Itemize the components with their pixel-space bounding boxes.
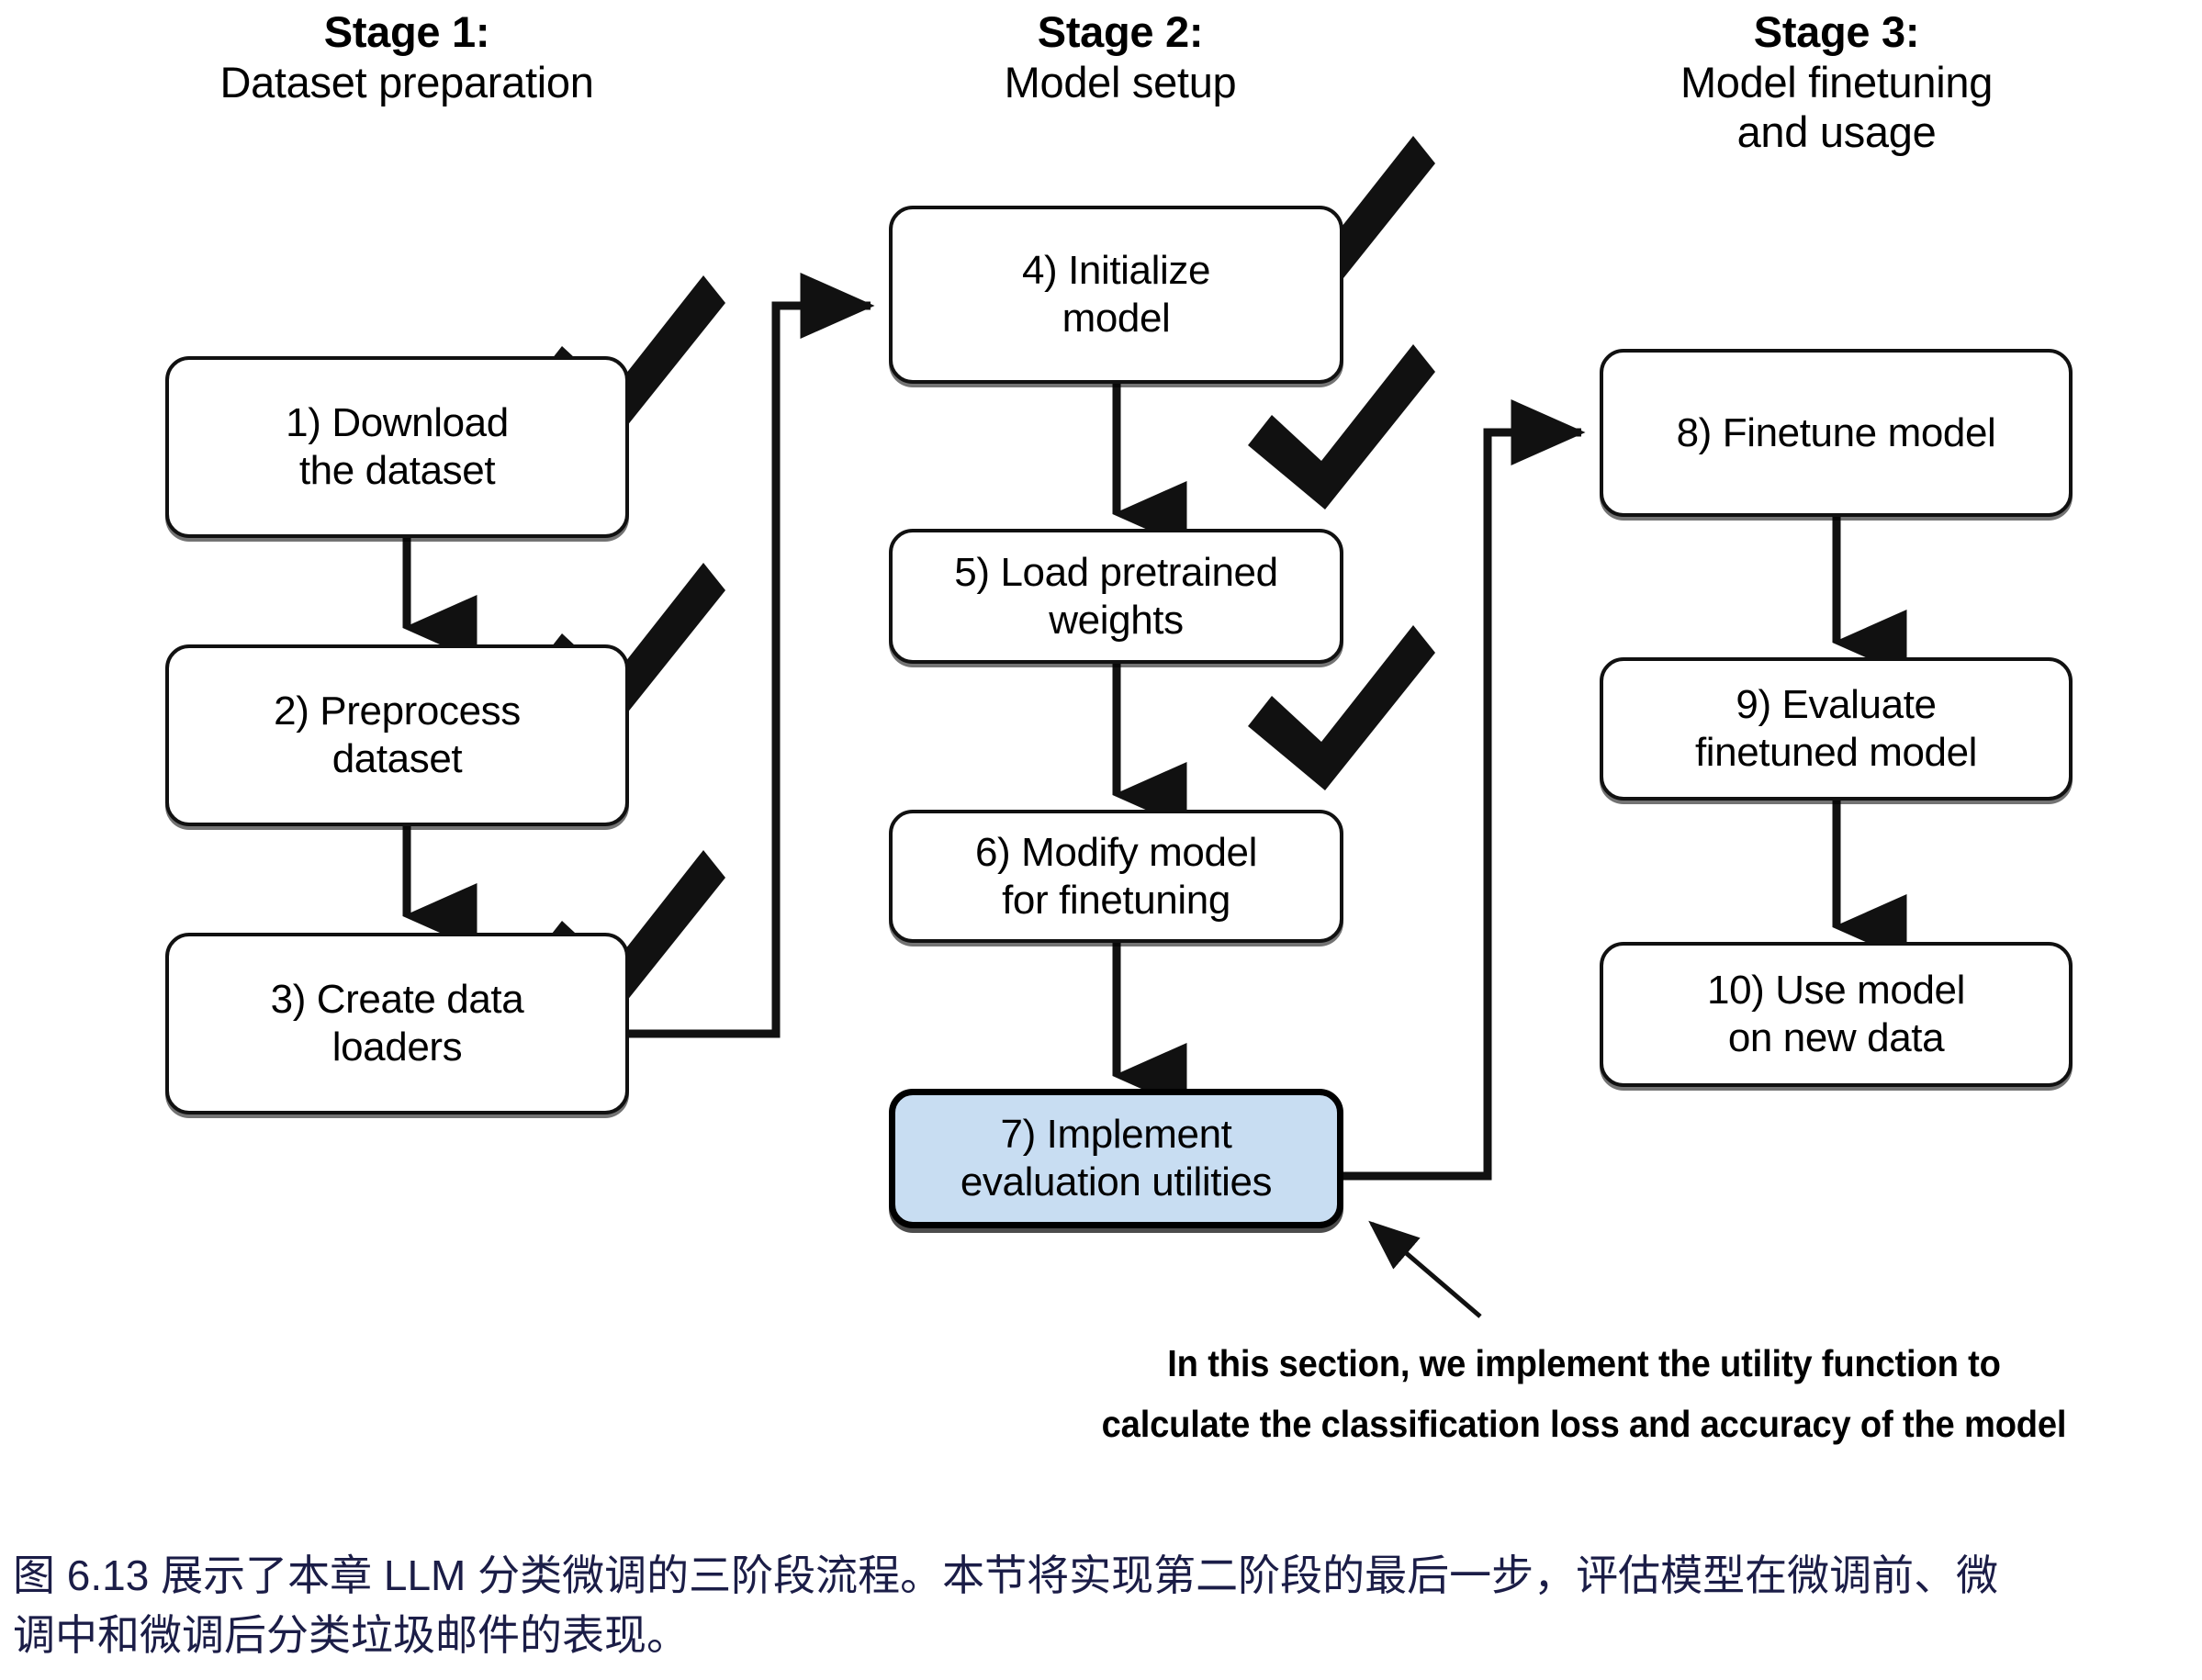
- annotation-text: In this section, we implement the utilit…: [1025, 1333, 2143, 1455]
- annotation-line-1: In this section, we implement the utilit…: [1167, 1342, 2001, 1384]
- stage-header-3: Stage 3: Model finetuning and usage: [1506, 7, 2167, 158]
- stage-header-2: Stage 2: Model setup: [790, 7, 1451, 107]
- box-9-line2: finetuned model: [1694, 730, 1978, 775]
- flow-box-5-load-pretrained-weights[interactable]: 5) Load pretrained weights: [889, 529, 1343, 664]
- stage-3-subtitle-line2: and usage: [1736, 107, 1937, 157]
- box-3-line1: 3) Create data: [270, 977, 524, 1023]
- flow-box-3-create-data-loaders[interactable]: 3) Create data loaders: [165, 933, 629, 1114]
- box-6-line2: for finetuning: [1002, 877, 1230, 923]
- box-9-line1: 9) Evaluate: [1736, 682, 1937, 728]
- box-3-line2: loaders: [331, 1025, 463, 1070]
- stage-header-1: Stage 1: Dataset preparation: [72, 7, 742, 107]
- box-4-line2: model: [1062, 296, 1171, 341]
- flow-box-1-download-dataset[interactable]: 1) Download the dataset: [165, 356, 629, 538]
- box-7-line2: evaluation utilities: [960, 1159, 1273, 1204]
- caption-line-1: 图 6.13 展示了本章 LLM 分类微调的三阶段流程。本节将实现第二阶段的最后…: [13, 1551, 1999, 1599]
- figure-caption: 图 6.13 展示了本章 LLM 分类微调的三阶段流程。本节将实现第二阶段的最后…: [13, 1546, 2198, 1666]
- stage-1-subtitle: Dataset preparation: [219, 57, 594, 106]
- flow-box-9-evaluate-finetuned-model[interactable]: 9) Evaluate finetuned model: [1600, 657, 2073, 801]
- box-4-line1: 4) Initialize: [1021, 248, 1211, 294]
- box-7-line1: 7) Implement: [1000, 1112, 1232, 1158]
- flow-box-8-finetune-model[interactable]: 8) Finetune model: [1600, 349, 2073, 517]
- box-2-line1: 2) Preprocess: [274, 689, 521, 734]
- box-10-line1: 10) Use model: [1707, 968, 1965, 1014]
- box-5-line2: weights: [1049, 597, 1184, 643]
- connector-stage2-to-stage3: [1343, 399, 1586, 1181]
- flow-box-6-modify-model-for-finetuning[interactable]: 6) Modify model for finetuning: [889, 810, 1343, 943]
- box-2-line2: dataset: [331, 736, 463, 781]
- stage-3-subtitle-line1: Model finetuning: [1680, 57, 1994, 106]
- stage-1-title: Stage 1:: [323, 7, 490, 56]
- box-5-line1: 5) Load pretrained: [954, 549, 1278, 595]
- annotation-line-2: calculate the classification loss and ac…: [1101, 1403, 2067, 1446]
- stage-2-title: Stage 2:: [1037, 7, 1204, 56]
- box-8-line1: 8) Finetune model: [1676, 409, 1996, 455]
- flow-box-10-use-model-on-new-data[interactable]: 10) Use model on new data: [1600, 942, 2073, 1087]
- stage-2-subtitle: Model setup: [1004, 57, 1237, 106]
- flow-box-2-preprocess-dataset[interactable]: 2) Preprocess dataset: [165, 644, 629, 826]
- box-1-line1: 1) Download: [286, 400, 509, 446]
- flow-box-4-initialize-model[interactable]: 4) Initialize model: [889, 206, 1343, 384]
- box-1-line2: the dataset: [298, 448, 496, 493]
- caption-line-2: 调中和微调后分类垃圾邮件的表现。: [13, 1611, 689, 1660]
- box-6-line1: 6) Modify model: [974, 829, 1257, 875]
- stage-3-title: Stage 3:: [1753, 7, 1920, 56]
- box-10-line2: on new data: [1727, 1015, 1945, 1060]
- annotation-pointer-arrow: [1368, 1220, 1482, 1318]
- connector-stage1-to-stage2: [627, 273, 875, 1038]
- flow-box-7-implement-evaluation-utilities[interactable]: 7) Implement evaluation utilities: [889, 1089, 1343, 1228]
